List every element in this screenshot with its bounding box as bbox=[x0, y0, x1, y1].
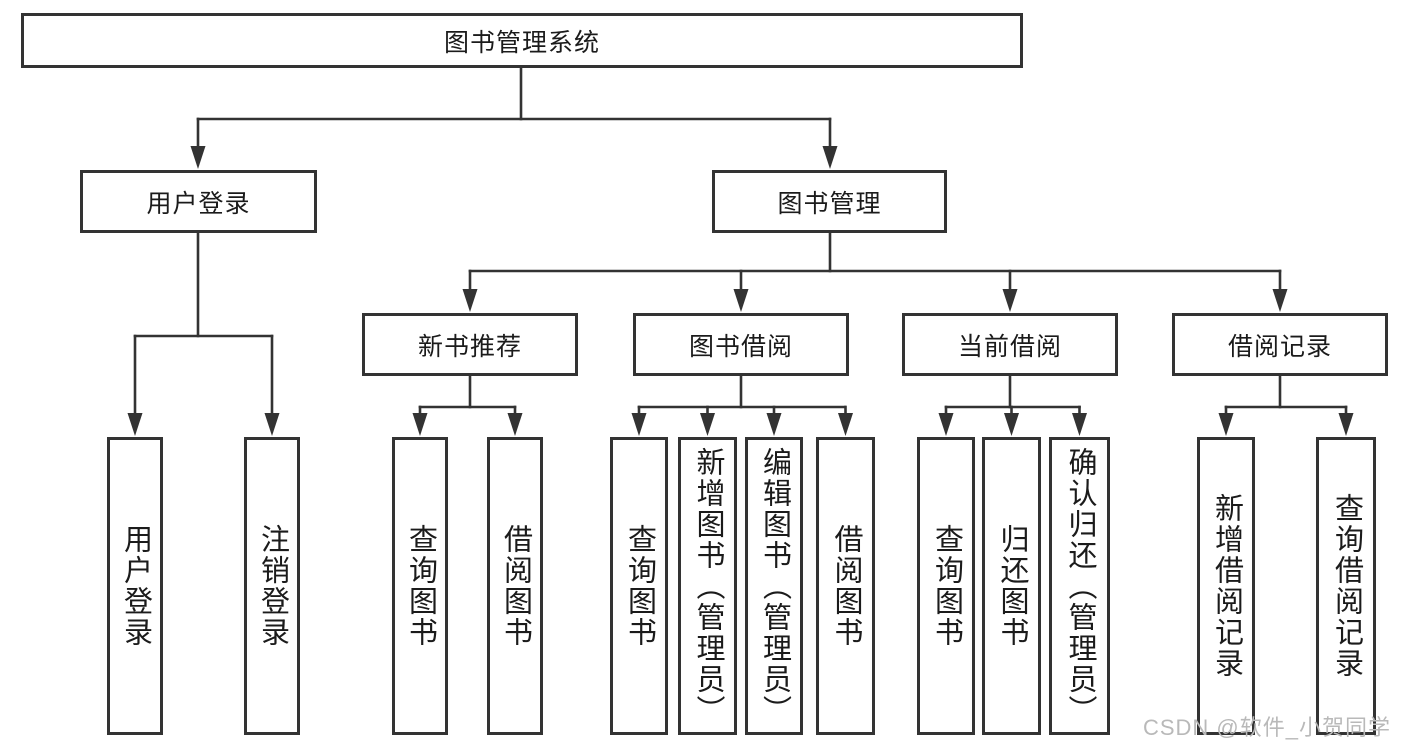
leaf-return-books-label: 归还图书 bbox=[996, 524, 1028, 648]
leaf-add-borrow-record-label: 新增借阅记录 bbox=[1210, 493, 1243, 679]
leaf-edit-books-admin: 编辑图书（管理员） bbox=[745, 437, 803, 735]
leaf-search-books-current: 查询图书 bbox=[917, 437, 975, 735]
leaf-search-books-current-label: 查询图书 bbox=[930, 524, 963, 648]
leaf-borrow-books-recommend: 借阅图书 bbox=[487, 437, 543, 735]
leaf-return-books: 归还图书 bbox=[982, 437, 1041, 735]
leaf-borrow-books-label: 借阅图书 bbox=[830, 524, 862, 648]
leaf-logout-label: 注销登录 bbox=[256, 524, 289, 648]
node-book-borrowing: 图书借阅 bbox=[633, 313, 849, 376]
node-book-borrowing-label: 图书借阅 bbox=[688, 332, 793, 361]
leaf-edit-books-admin-label: 编辑图书（管理员） bbox=[758, 446, 791, 726]
leaf-search-borrow-record-label: 查询借阅记录 bbox=[1330, 493, 1363, 679]
node-book-management: 图书管理 bbox=[712, 170, 947, 233]
node-book-management-label: 图书管理 bbox=[777, 189, 882, 218]
leaf-user-login-label: 用户登录 bbox=[119, 524, 152, 648]
leaf-add-books-admin: 新增图书（管理员） bbox=[678, 437, 737, 735]
leaf-search-books-borrow: 查询图书 bbox=[610, 437, 668, 735]
node-borrowing-records-label: 借阅记录 bbox=[1227, 332, 1332, 361]
node-new-book-recommendation-label: 新书推荐 bbox=[417, 332, 522, 361]
leaf-borrow-books: 借阅图书 bbox=[816, 437, 875, 735]
leaf-logout: 注销登录 bbox=[244, 437, 300, 735]
leaf-add-books-admin-label: 新增图书（管理员） bbox=[692, 446, 724, 726]
leaf-borrow-books-recommend-label: 借阅图书 bbox=[499, 524, 532, 648]
leaf-confirm-return-admin: 确认归还（管理员） bbox=[1049, 437, 1110, 735]
leaf-search-books-recommend: 查询图书 bbox=[392, 437, 448, 735]
leaf-search-borrow-record: 查询借阅记录 bbox=[1316, 437, 1376, 735]
watermark: CSDN @软件_小贺同学 bbox=[1142, 715, 1391, 740]
leaf-add-borrow-record: 新增借阅记录 bbox=[1197, 437, 1255, 735]
leaf-search-books-recommend-label: 查询图书 bbox=[404, 524, 437, 648]
node-current-borrowing: 当前借阅 bbox=[902, 313, 1118, 376]
leaf-confirm-return-admin-label: 确认归还（管理员） bbox=[1064, 446, 1096, 726]
node-borrowing-records: 借阅记录 bbox=[1172, 313, 1388, 376]
root-label: 图书管理系统 bbox=[443, 28, 600, 57]
node-user-login-label: 用户登录 bbox=[146, 189, 251, 218]
node-new-book-recommendation: 新书推荐 bbox=[362, 313, 578, 376]
node-current-borrowing-label: 当前借阅 bbox=[957, 332, 1062, 361]
node-user-login: 用户登录 bbox=[80, 170, 317, 233]
root-box: 图书管理系统 bbox=[21, 13, 1023, 68]
leaf-user-login: 用户登录 bbox=[107, 437, 163, 735]
leaf-search-books-borrow-label: 查询图书 bbox=[623, 524, 656, 648]
